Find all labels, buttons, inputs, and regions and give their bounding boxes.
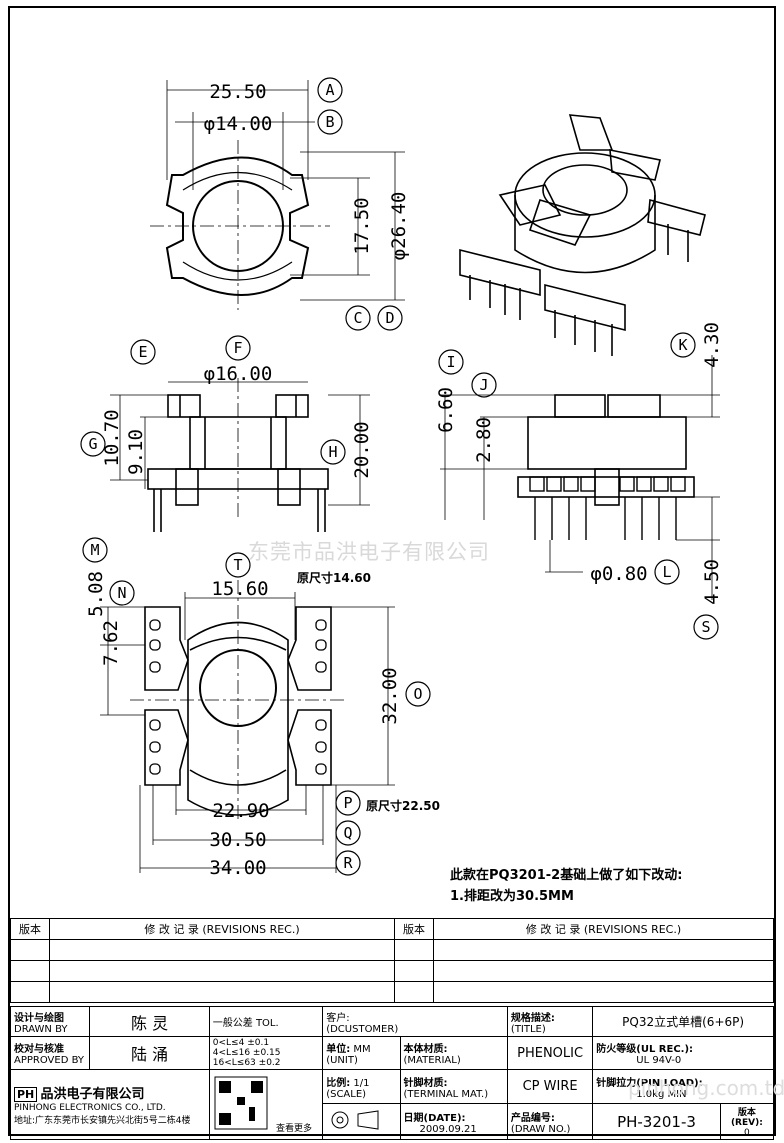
marker-s: S (701, 618, 710, 636)
projection-icon (331, 1110, 379, 1130)
dim-25-50: 25.50 (209, 81, 266, 103)
dim-6-60: 6.60 (435, 387, 457, 433)
marker-g: G (88, 435, 97, 453)
dim-phi-0-80: φ0.80 (590, 563, 647, 585)
tolerance-label: 一般公差 TOL. (208, 1006, 324, 1037)
dim-4-30: 4.30 (701, 322, 723, 368)
dim-phi-26-40: φ26.40 (388, 192, 410, 261)
qr-code: 查看更多 (208, 1069, 324, 1140)
scale-label: 比例: 1/1(SCALE) (322, 1069, 401, 1104)
top-view (150, 80, 405, 310)
revision-table: 版本 修 改 记 录 (REVISIONS REC.) 版本 修 改 记 录 (… (10, 918, 774, 1003)
dim-34-00: 34.00 (209, 857, 266, 879)
ul-rating: 防火等级(UL REC.):UL 94V-0 (592, 1036, 774, 1070)
marker-t: T (233, 556, 242, 574)
marker-h: H (328, 443, 337, 461)
draw-no-label: 产品编号:(DRAW NO.) (506, 1103, 594, 1140)
material-value: PHENOLIC (506, 1036, 594, 1070)
watermark-url: pinhong.com.td (628, 1076, 784, 1100)
marker-e: E (138, 343, 147, 361)
change-note-title: 此款在PQ3201-2基础上做了如下改动: (450, 868, 683, 883)
marker-i: I (446, 353, 455, 371)
dim-7-62: 7.62 (100, 620, 122, 666)
side-view (110, 378, 370, 532)
dim-30-50: 30.50 (209, 829, 266, 851)
tolerance-values: 0<L≤4 ±0.1 4<L≤16 ±0.15 16<L≤63 ±0.2 (208, 1036, 324, 1070)
marker-l: L (662, 563, 671, 581)
dim-22-90: 22.90 (212, 800, 269, 822)
material-label: 本体材质:(MATERIAL) (399, 1036, 508, 1070)
right-view (440, 355, 720, 600)
rev-col-record: 修 改 记 录 (REVISIONS REC.) (49, 918, 395, 940)
marker-c: C (353, 309, 362, 327)
dim-9-10: 9.10 (125, 429, 147, 475)
rev-col-record-2: 修 改 记 录 (REVISIONS REC.) (433, 918, 774, 940)
company-logo: PH (14, 1087, 38, 1102)
pin-load: 针脚拉力(PIN LOAD):1.0kg MIN (592, 1069, 774, 1104)
note-original-t: 原尺寸14.60 (297, 571, 371, 585)
isometric-view (459, 114, 706, 356)
marker-q: Q (343, 824, 352, 842)
revision: 版本(REV):0 (719, 1103, 775, 1140)
dim-phi-16: φ16.00 (204, 363, 273, 385)
marker-d: D (385, 309, 394, 327)
terminal-value: CP WIRE (506, 1069, 594, 1104)
rev-col-version-2: 版本 (394, 918, 434, 940)
dim-phi-14: φ14.00 (204, 113, 273, 135)
marker-f: F (233, 339, 242, 357)
note-original-p: 原尺寸22.50 (366, 799, 440, 813)
spec-value: PQ32立式单槽(6+6P) (592, 1006, 774, 1037)
company-block: PH 品洪电子有限公司 PINHONG ELECTRONICS CO., LTD… (10, 1069, 210, 1140)
spec-label: 规格描述:(TITLE) (506, 1006, 594, 1037)
marker-r: R (343, 854, 353, 872)
dim-15-60: 15.60 (211, 578, 268, 600)
dim-20-00: 20.00 (351, 421, 373, 478)
customer-label: 客户:(DCUSTOMER) (322, 1006, 508, 1037)
marker-p: P (343, 794, 352, 812)
marker-j: J (479, 376, 488, 394)
marker-a: A (325, 81, 334, 99)
marker-n: N (117, 584, 126, 602)
draw-no-value: PH-3201-3 (592, 1103, 721, 1140)
marker-k: K (678, 336, 687, 354)
unit-label: 单位: MM(UNIT) (322, 1036, 401, 1070)
change-note-1: 1.排距改为30.5MM (450, 889, 574, 904)
dim-17-50: 17.50 (351, 197, 373, 254)
marker-b: B (325, 113, 334, 131)
dim-10-70: 10.70 (101, 409, 123, 466)
rev-col-version: 版本 (10, 918, 50, 940)
watermark: 东莞市品洪电子有限公司 (248, 540, 490, 564)
marker-m: M (90, 541, 99, 559)
drawn-by: 陈 灵 (89, 1006, 210, 1037)
technical-drawing: A B C D E F G H I J K L M N T O P Q R S … (80, 77, 723, 879)
marker-o: O (413, 685, 422, 703)
approved-by: 陆 涌 (89, 1036, 210, 1070)
terminal-label: 针脚材质:(TERMINAL MAT.) (399, 1069, 508, 1104)
dim-2-80: 2.80 (473, 417, 495, 463)
dim-4-50: 4.50 (701, 559, 723, 605)
bottom-view (100, 580, 395, 873)
dim-32-00: 32.00 (379, 667, 401, 724)
dim-5-08: 5.08 (85, 571, 107, 617)
date-label: 日期(DATE):2009.09.21 (399, 1103, 508, 1140)
projection-symbol (322, 1103, 401, 1140)
qr-code-image (214, 1076, 268, 1130)
